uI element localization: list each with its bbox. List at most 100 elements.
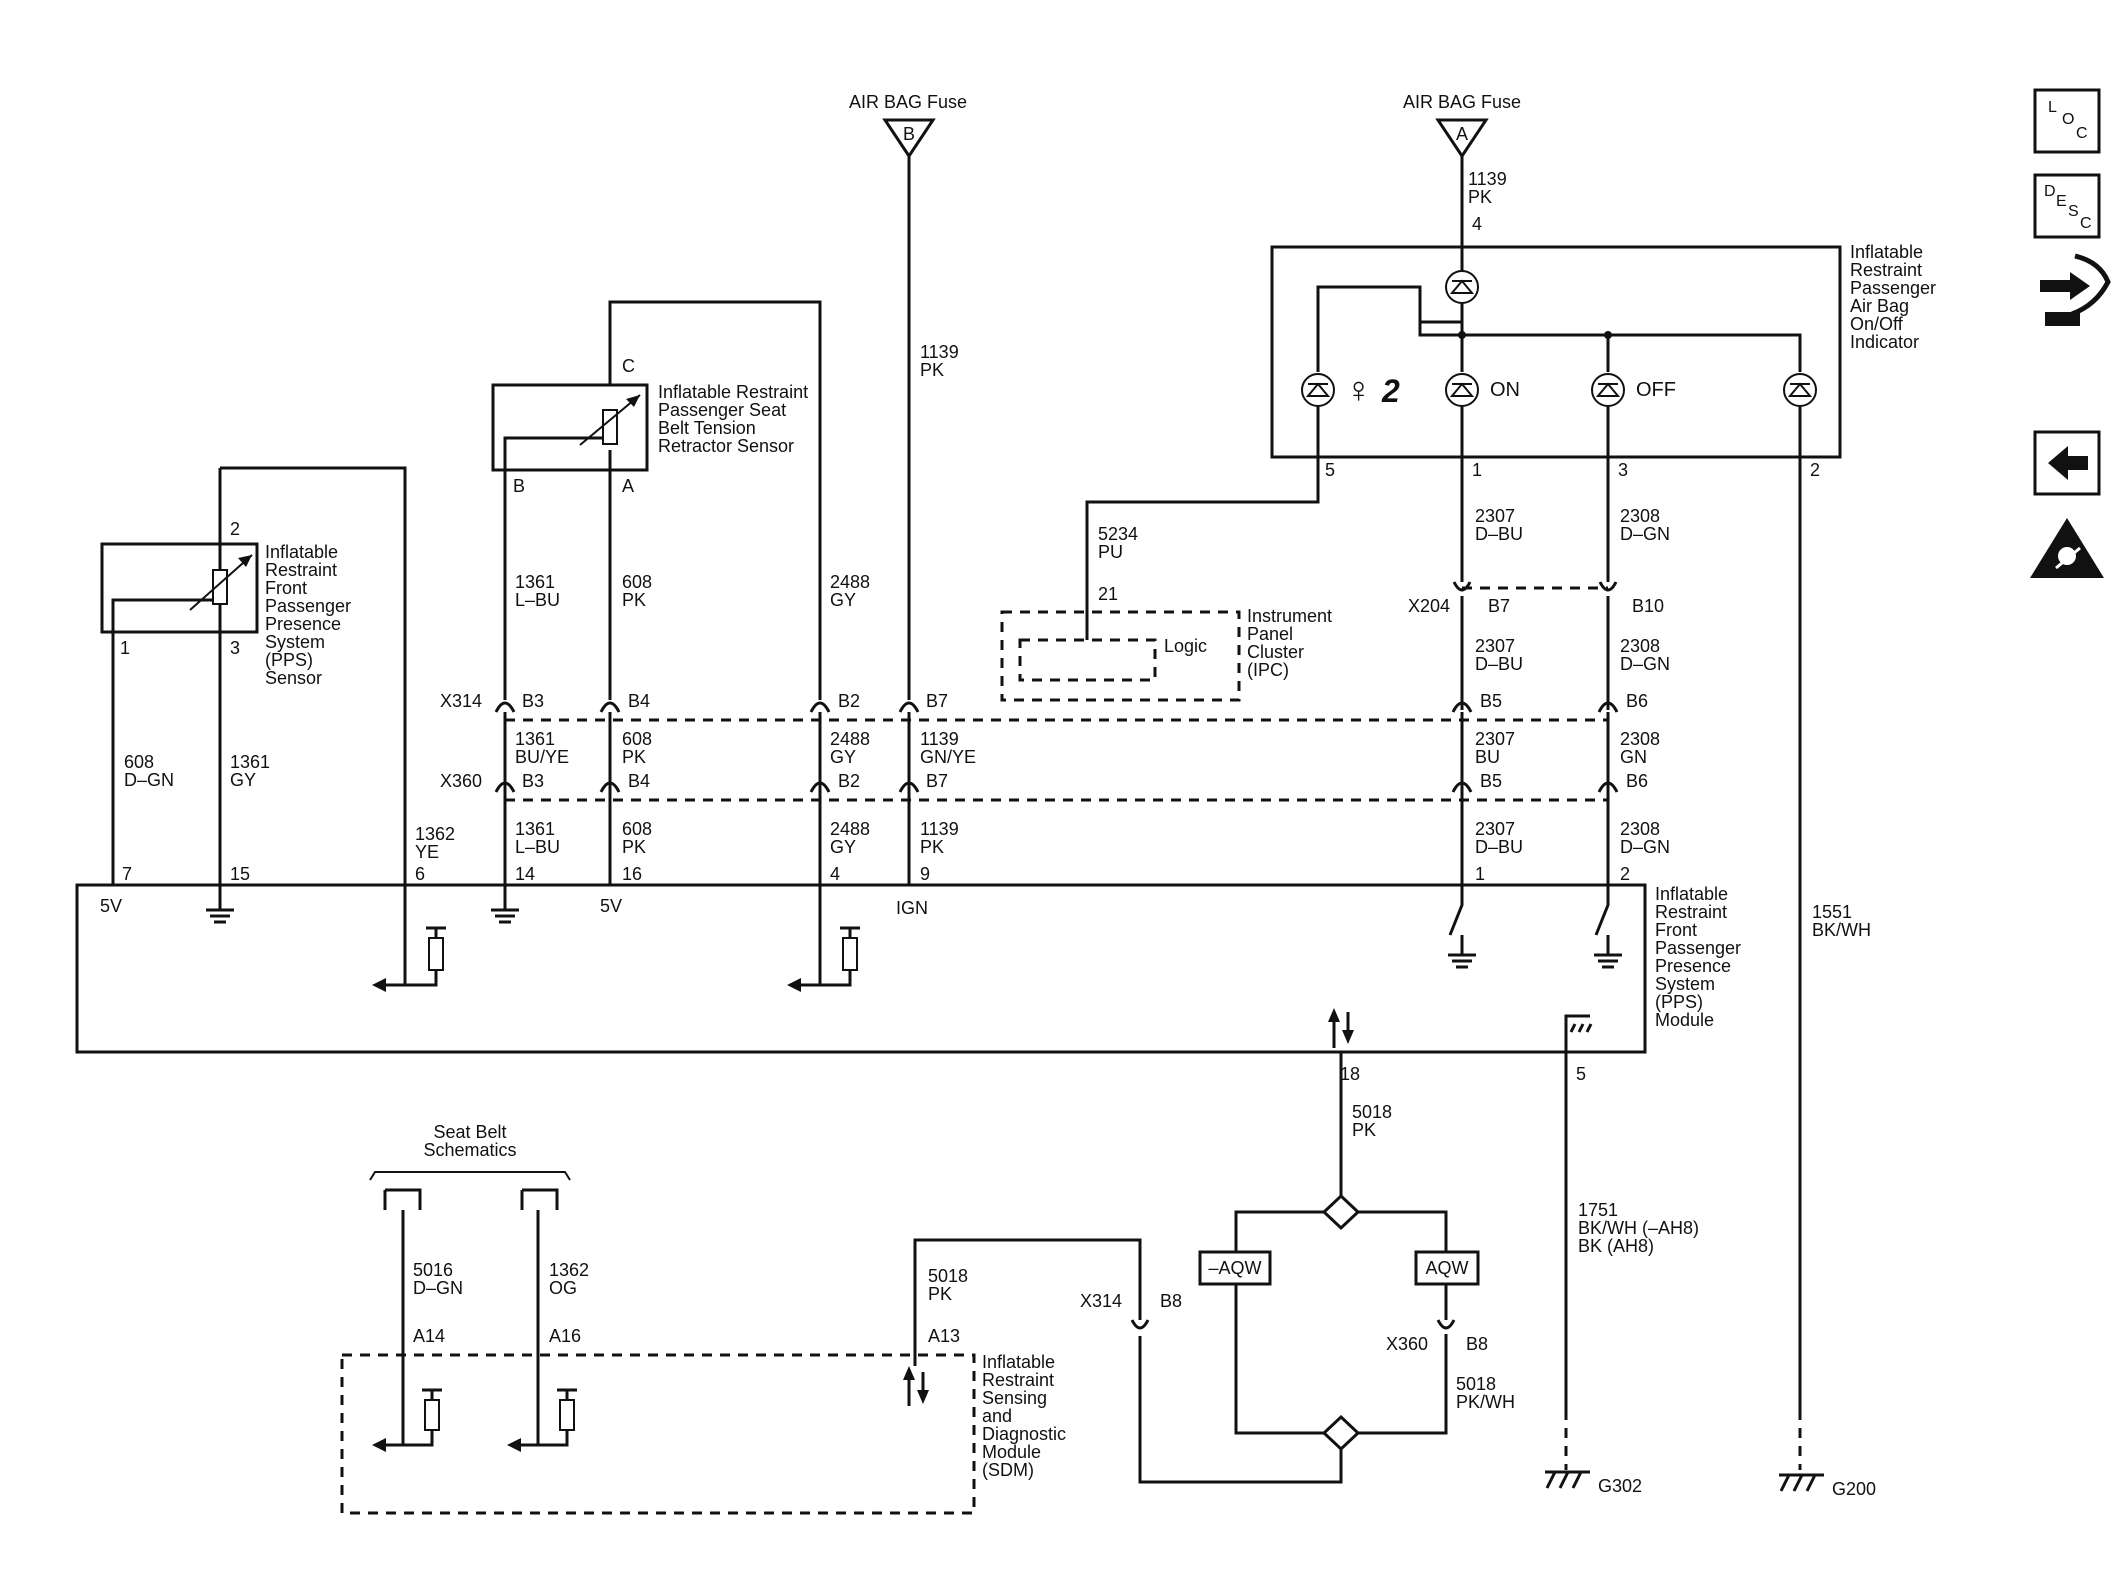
svg-text:(IPC): (IPC) bbox=[1247, 660, 1289, 680]
connector-cup bbox=[898, 701, 920, 713]
seat-belt-schematics: Seat Belt Schematics bbox=[369, 1122, 571, 1210]
svg-text:2: 2 bbox=[1810, 460, 1820, 480]
svg-text:(PPS): (PPS) bbox=[265, 650, 313, 670]
passenger-seatbelt-icon: ♀ 2 bbox=[1345, 369, 1400, 410]
svg-text:1362: 1362 bbox=[549, 1260, 589, 1280]
svg-text:5018: 5018 bbox=[1352, 1102, 1392, 1122]
svg-text:2308: 2308 bbox=[1620, 506, 1660, 526]
svg-text:1751: 1751 bbox=[1578, 1200, 1618, 1220]
svg-text:D–GN: D–GN bbox=[413, 1278, 463, 1298]
svg-text:GY: GY bbox=[230, 770, 256, 790]
svg-text:Restraint: Restraint bbox=[982, 1370, 1054, 1390]
indicator-led-top bbox=[1445, 270, 1479, 304]
seat-belt-sensor-label: Inflatable Restraint Passenger Seat Belt… bbox=[658, 382, 808, 456]
svg-text:18: 18 bbox=[1340, 1064, 1360, 1084]
svg-text:B7: B7 bbox=[926, 771, 948, 791]
svg-text:Inflatable Restraint: Inflatable Restraint bbox=[658, 382, 808, 402]
svg-text:D–BU: D–BU bbox=[1475, 524, 1523, 544]
svg-text:B6: B6 bbox=[1626, 691, 1648, 711]
svg-text:15: 15 bbox=[230, 864, 250, 884]
svg-text:B4: B4 bbox=[628, 691, 650, 711]
svg-text:1: 1 bbox=[1475, 864, 1485, 884]
svg-text:A: A bbox=[622, 476, 634, 496]
svg-text:B6: B6 bbox=[1626, 771, 1648, 791]
svg-text:System: System bbox=[1655, 974, 1715, 994]
svg-text:B5: B5 bbox=[1480, 771, 1502, 791]
svg-text:1362: 1362 bbox=[415, 824, 455, 844]
svg-text:A13: A13 bbox=[928, 1326, 960, 1346]
description-icon[interactable]: D E S C bbox=[2033, 173, 2101, 239]
svg-text:5: 5 bbox=[1576, 1064, 1586, 1084]
location-icon[interactable]: L O C bbox=[2033, 88, 2101, 154]
svg-text:BU/YE: BU/YE bbox=[515, 747, 569, 767]
connector-x314: X314 bbox=[440, 691, 1608, 722]
svg-text:1139: 1139 bbox=[920, 342, 959, 362]
svg-text:5234: 5234 bbox=[1098, 524, 1138, 544]
svg-text:(PPS): (PPS) bbox=[1655, 992, 1703, 1012]
svg-text:B8: B8 bbox=[1160, 1291, 1182, 1311]
svg-text:Sensor: Sensor bbox=[265, 668, 322, 688]
svg-text:14: 14 bbox=[515, 864, 535, 884]
svg-text:608: 608 bbox=[124, 752, 154, 772]
svg-text:GY: GY bbox=[830, 747, 856, 767]
svg-text:Indicator: Indicator bbox=[1850, 332, 1919, 352]
svg-text:1: 1 bbox=[1472, 460, 1482, 480]
svg-text:A16: A16 bbox=[549, 1326, 581, 1346]
svg-text:and: and bbox=[982, 1406, 1012, 1426]
svg-text:Schematics: Schematics bbox=[423, 1140, 516, 1160]
fuse-b-letter: B bbox=[903, 124, 915, 144]
svg-text:PK/WH: PK/WH bbox=[1456, 1392, 1515, 1412]
svg-text:D–GN: D–GN bbox=[124, 770, 174, 790]
pps-sensor-label: Inflatable Restraint Front Passenger Pre… bbox=[265, 542, 351, 688]
svg-text:2308: 2308 bbox=[1620, 819, 1660, 839]
option-box-minus-aqw: –AQW bbox=[1198, 1250, 1272, 1286]
svg-text:2307: 2307 bbox=[1475, 636, 1515, 656]
svg-text:D–BU: D–BU bbox=[1475, 837, 1523, 857]
airbag-indicator: Inflatable Restraint Passenger Air Bag O… bbox=[1270, 156, 1936, 459]
svg-text:IGN: IGN bbox=[896, 898, 928, 918]
svg-text:2488: 2488 bbox=[830, 572, 870, 592]
svg-text:PK: PK bbox=[622, 747, 646, 767]
connector-cup bbox=[494, 701, 516, 713]
svg-text:Inflatable: Inflatable bbox=[265, 542, 338, 562]
sdm-label: Inflatable Restraint Sensing and Diagnos… bbox=[982, 1352, 1066, 1480]
svg-text:2308: 2308 bbox=[1620, 636, 1660, 656]
ground-g200: G200 bbox=[1832, 1479, 1876, 1499]
svg-text:B5: B5 bbox=[1480, 691, 1502, 711]
svg-text:5016: 5016 bbox=[413, 1260, 453, 1280]
svg-text:GN/YE: GN/YE bbox=[920, 747, 976, 767]
svg-text:X314: X314 bbox=[1080, 1291, 1122, 1311]
indicator-on-label: ON bbox=[1490, 379, 1520, 401]
svg-text:O: O bbox=[2062, 111, 2074, 128]
indicator-led-off bbox=[1591, 373, 1625, 407]
svg-text:Front: Front bbox=[265, 578, 307, 598]
svg-text:B4: B4 bbox=[628, 771, 650, 791]
fuse-b: AIR BAG Fuse B bbox=[849, 92, 967, 159]
connector-repair-icon[interactable] bbox=[2040, 253, 2111, 326]
svg-text:3: 3 bbox=[1618, 460, 1628, 480]
svg-text:1361: 1361 bbox=[515, 572, 555, 592]
svg-text:2307: 2307 bbox=[1475, 506, 1515, 526]
ipc: Logic Instrument Panel Cluster (IPC) 523… bbox=[1000, 457, 1332, 702]
svg-text:PU: PU bbox=[1098, 542, 1123, 562]
svg-text:608: 608 bbox=[622, 729, 652, 749]
svg-text:Module: Module bbox=[982, 1442, 1041, 1462]
svg-text:X204: X204 bbox=[1408, 596, 1450, 616]
svg-text:Air Bag: Air Bag bbox=[1850, 296, 1909, 316]
pps-module: Inflatable Restraint Front Passenger Pre… bbox=[75, 864, 1741, 1084]
svg-text:Sensing: Sensing bbox=[982, 1388, 1047, 1408]
svg-text:L: L bbox=[2048, 99, 2057, 116]
svg-text:PK: PK bbox=[1352, 1120, 1376, 1140]
svg-text:C: C bbox=[2076, 125, 2088, 142]
connector-cup bbox=[1451, 701, 1473, 713]
svg-text:9: 9 bbox=[920, 864, 930, 884]
airbag-warning-icon[interactable] bbox=[2030, 518, 2104, 578]
pps-module-label: Inflatable Restraint Front Passenger Pre… bbox=[1655, 884, 1741, 1030]
fuse-a-letter: A bbox=[1456, 124, 1468, 144]
svg-text:Passenger Seat: Passenger Seat bbox=[658, 400, 786, 420]
svg-text:Cluster: Cluster bbox=[1247, 642, 1304, 662]
indicator-off-label: OFF bbox=[1636, 379, 1676, 401]
svg-text:2307: 2307 bbox=[1475, 819, 1515, 839]
back-arrow-icon[interactable] bbox=[2033, 430, 2101, 496]
svg-text:D–GN: D–GN bbox=[1620, 524, 1670, 544]
